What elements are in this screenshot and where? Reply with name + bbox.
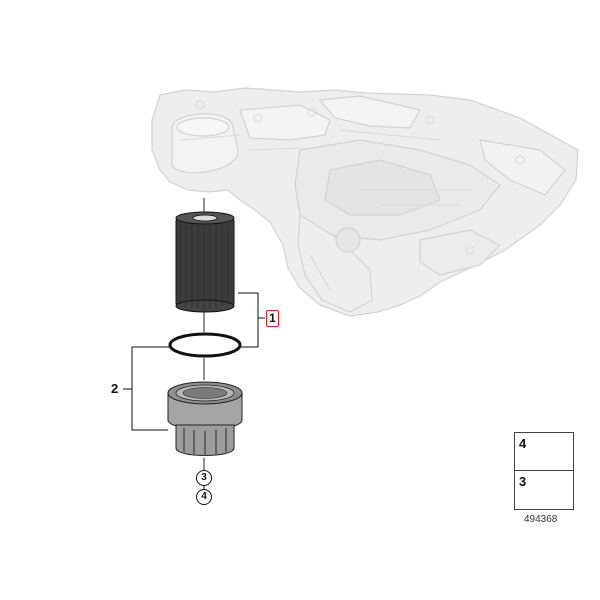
- legend-row-4[interactable]: 4: [515, 433, 573, 471]
- legend-row-3[interactable]: 3: [515, 471, 573, 509]
- oil-filter-cap: [167, 381, 243, 456]
- o-ring: [168, 332, 242, 358]
- parts-legend: 4 3: [514, 432, 574, 510]
- legend-number-4: 4: [519, 436, 527, 451]
- oil-filter-element: [175, 211, 235, 313]
- callout-part-1[interactable]: 1: [266, 310, 279, 327]
- callout-part-3[interactable]: 3: [196, 470, 212, 486]
- bracket-part-2: [131, 346, 170, 431]
- legend-divider: [515, 470, 573, 471]
- callout-part-2[interactable]: 2: [111, 381, 119, 396]
- legend-number-3: 3: [519, 474, 527, 489]
- bracket-part-1: [238, 292, 259, 348]
- callout-part-4[interactable]: 4: [196, 489, 212, 505]
- diagram-reference-number: 494368: [524, 514, 558, 525]
